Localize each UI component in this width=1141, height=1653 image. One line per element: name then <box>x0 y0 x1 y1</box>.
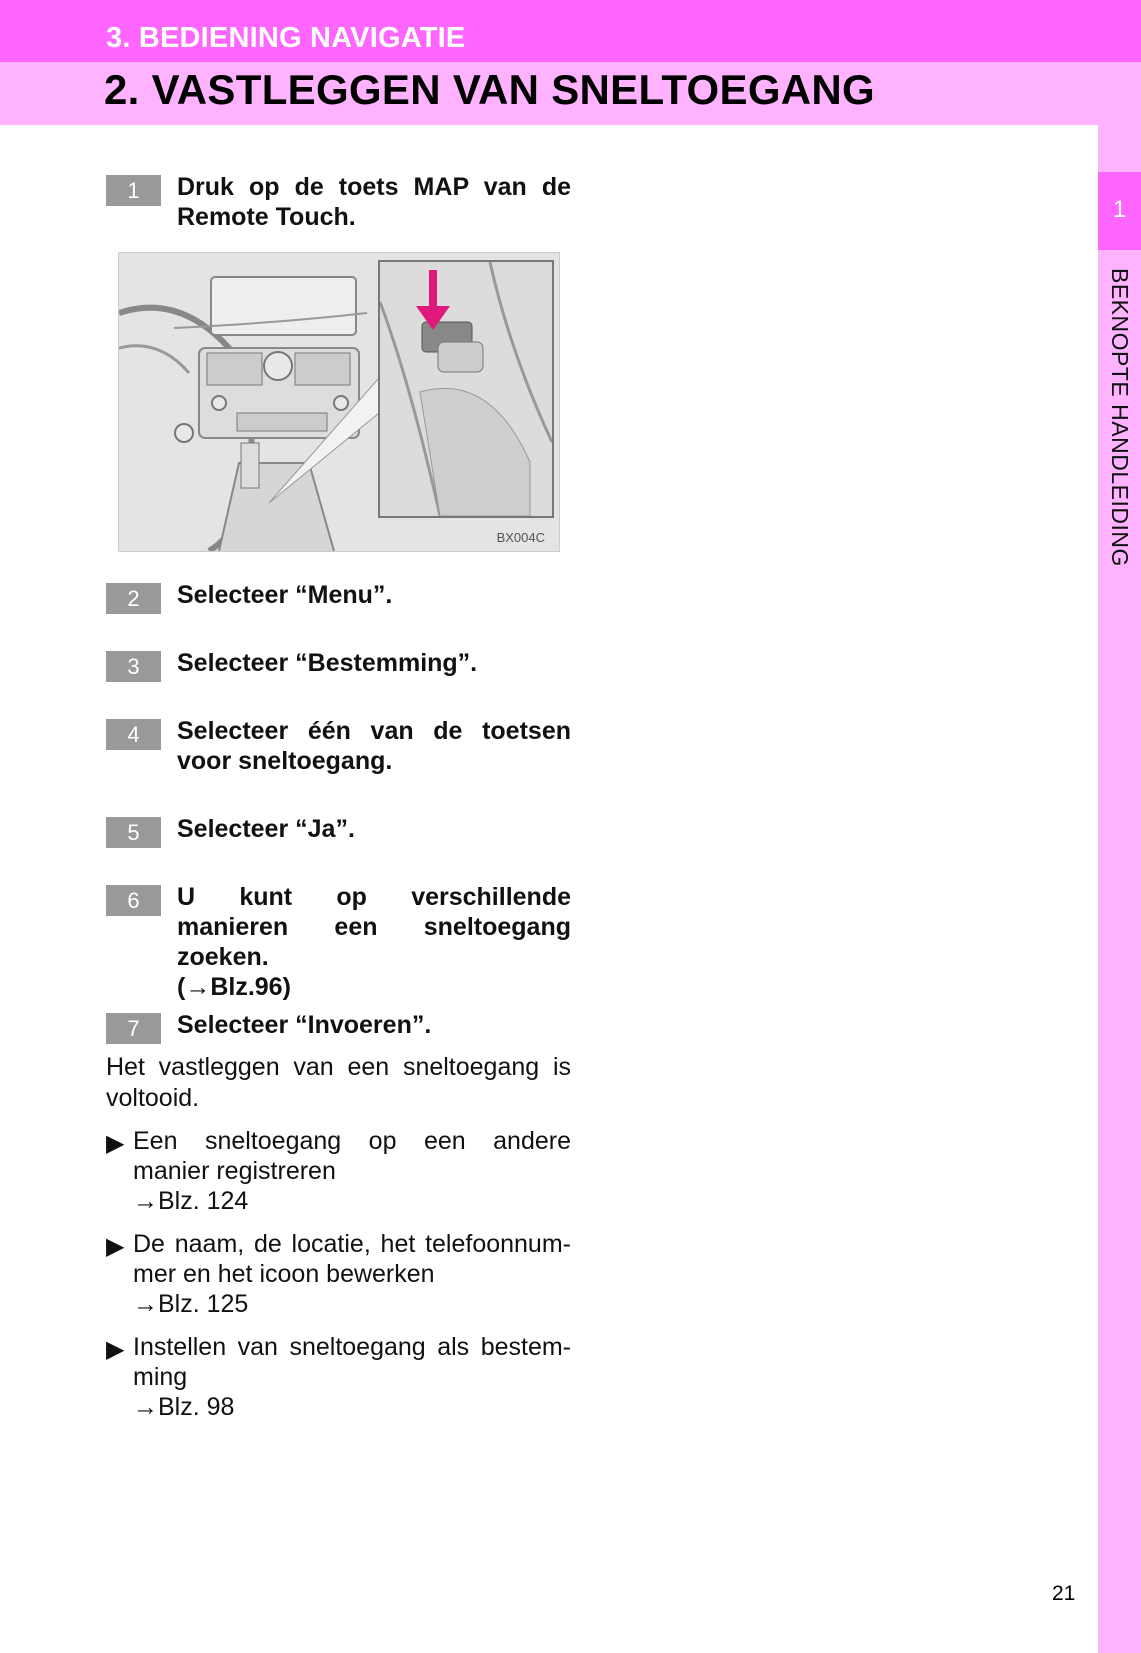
page-reference-link[interactable]: →Blz. 125 <box>133 1290 249 1318</box>
step-number: 2 <box>106 583 161 614</box>
chapter-number: 1 <box>1112 196 1127 223</box>
figure-code: BX004C <box>496 530 545 545</box>
step-text: Selecteer “Invoeren”. <box>177 1011 432 1039</box>
step-number: 7 <box>106 1013 161 1044</box>
step-3: 3 Selecteer “Bestemming”. <box>106 648 571 682</box>
step-number: 5 <box>106 817 161 848</box>
step-text: Selecteer “Ja”. <box>177 815 355 843</box>
section-header: 3. BEDIENING NAVIGATIE <box>0 0 1141 62</box>
chapter-sidebar <box>1098 125 1141 1653</box>
step-number: 1 <box>106 175 161 206</box>
step-text: U kunt op verschillende manieren een sne… <box>177 883 571 971</box>
chapter-label: BEKNOPTE HANDLEIDING <box>1107 268 1133 567</box>
page-number: 21 <box>1052 1582 1076 1605</box>
step-number: 3 <box>106 651 161 682</box>
dashboard-illustration: BX004C <box>118 252 560 554</box>
step-text: Selecteer “Bestemming”. <box>177 649 478 677</box>
section-title: 3. BEDIENING NAVIGATIE <box>106 22 466 54</box>
page-title: 2. VASTLEGGEN VAN SNELTOEGANG <box>104 66 876 113</box>
page-reference-link[interactable]: (→Blz.96) <box>177 973 291 1001</box>
remote-touch-inset <box>378 260 554 518</box>
page-header: 2. VASTLEGGEN VAN SNELTOEGANG <box>0 62 1141 125</box>
step-2: 2 Selecteer “Menu”. <box>106 580 571 614</box>
triangle-bullet-icon: ▶ <box>106 1233 125 1260</box>
step-7: 7 Selecteer “Invoeren”. <box>106 1010 571 1044</box>
triangle-bullet-icon: ▶ <box>106 1130 125 1157</box>
bullet-text: De naam, de locatie, het telefoonnum-mer… <box>133 1230 571 1288</box>
remote-touch-drawing-icon <box>378 261 554 517</box>
bullet-text: Instellen van sneltoegang als bestem-min… <box>133 1333 571 1391</box>
step-text: Selecteer één van de toetsen voor snelto… <box>177 717 571 775</box>
triangle-bullet-icon: ▶ <box>106 1336 125 1363</box>
bullet-item: ▶ De naam, de locatie, het telefoonnum-m… <box>106 1229 571 1319</box>
page-reference-link[interactable]: →Blz. 98 <box>133 1393 235 1421</box>
step-number: 6 <box>106 885 161 916</box>
step-6: 6 U kunt op verschillende manieren een s… <box>106 882 571 1002</box>
conclusion-text: Het vastleggen van een sneltoegang is vo… <box>106 1053 571 1112</box>
bullet-text: Een sneltoegang op een andere manier reg… <box>133 1127 571 1185</box>
page-reference-link[interactable]: →Blz. 124 <box>133 1187 249 1215</box>
step-4: 4 Selecteer één van de toetsen voor snel… <box>106 716 571 776</box>
bullet-item: ▶ Instellen van sneltoegang als bestem-m… <box>106 1332 571 1422</box>
step-text: Druk op de toets MAP van de Remote Touch… <box>177 173 571 231</box>
chapter-tab[interactable]: 1 <box>1098 172 1141 250</box>
bullet-item: ▶ Een sneltoegang op een andere manier r… <box>106 1126 571 1216</box>
step-number: 4 <box>106 719 161 750</box>
step-5: 5 Selecteer “Ja”. <box>106 814 571 848</box>
step-text: Selecteer “Menu”. <box>177 581 393 609</box>
step-1: 1 Druk op de toets MAP van de Remote Tou… <box>106 172 571 232</box>
